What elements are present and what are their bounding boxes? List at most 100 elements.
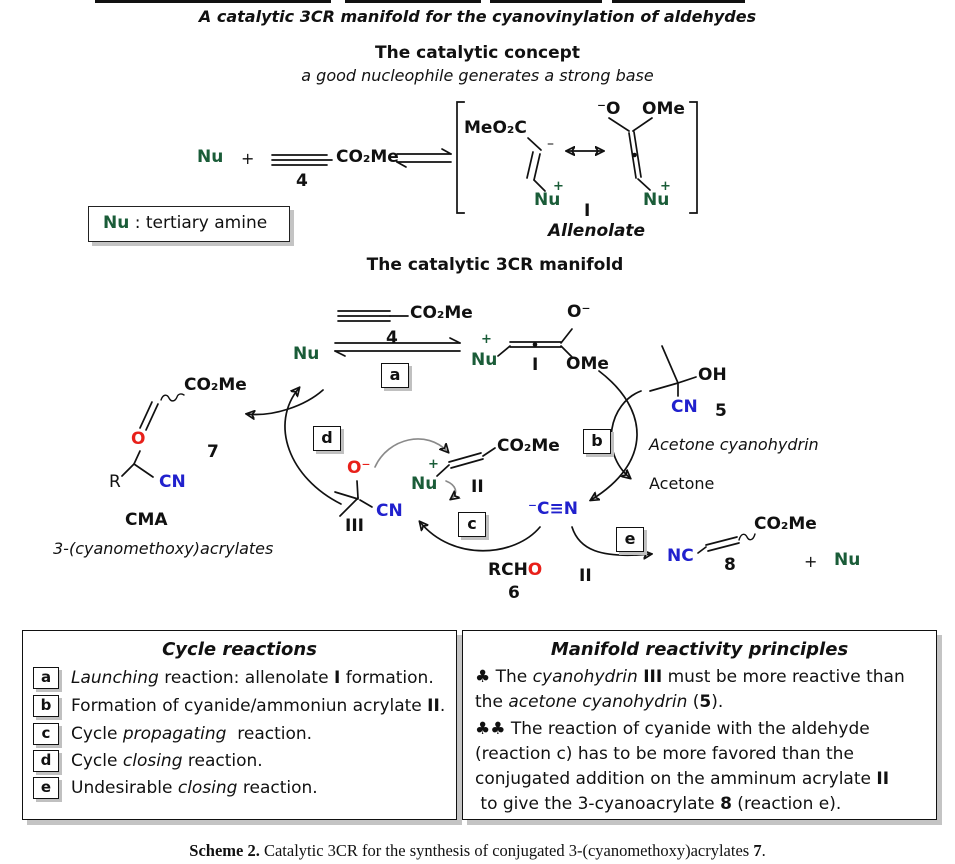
item-e-badge: e — [33, 777, 59, 799]
alkyne-ester-label: CO₂Me — [336, 147, 399, 167]
compound-5-number: 5 — [715, 401, 727, 421]
aldehyde-oxygen: O — [527, 560, 543, 580]
nucleophile-label: Nu — [197, 147, 224, 167]
allenolate-I-bonds — [497, 328, 573, 358]
cma-ester-label: CO₂Me — [184, 375, 247, 395]
allenolate-nu-label: Nu — [471, 350, 498, 370]
equilibrium-arrow-concept — [396, 148, 452, 168]
scheme-title: A catalytic 3CR manifold for the cyanovi… — [198, 7, 757, 26]
item-d-text: Cycle closing reaction. — [71, 751, 263, 771]
cycle-reaction-item-b: b Formation of cyanide/ammoniun acrylate … — [33, 695, 452, 719]
resonance-brackets — [456, 101, 698, 214]
step-e-badge: e — [616, 527, 644, 552]
step-c-badge: c — [458, 512, 486, 537]
plus-charge-left: + — [553, 179, 564, 194]
acetone-cyanohydrin-name: Acetone cyanohydrin — [649, 435, 819, 454]
nu-definition-box: Nu : tertiary amine — [88, 206, 290, 242]
equilibrium-arrow-cycle — [334, 337, 461, 357]
acrylate-II-plus-charge: + — [428, 457, 439, 472]
compound-7-number: 7 — [207, 442, 219, 462]
intermediate-II-repeat-label: II — [579, 566, 592, 586]
compound-4-number: 4 — [296, 171, 308, 191]
cyanohydrin-cn-label: CN — [671, 397, 698, 417]
allenolate-I-label: I — [532, 355, 539, 375]
item-b-text: Formation of cyanide/ammoniun acrylate I… — [71, 696, 446, 716]
nu-right-label: Nu — [643, 190, 670, 210]
acrylate-II-bonds — [436, 447, 496, 477]
principle-2-text: ♣♣ The reaction of cyanide with the alde… — [475, 719, 890, 814]
allenolate-resonance-right-bonds — [608, 117, 653, 191]
carbanion-charge: – — [547, 136, 554, 152]
cma-family-name: 3-(cyanomethoxy)acrylates — [53, 539, 274, 558]
concept-heading: The catalytic concept — [375, 43, 580, 63]
acrylate-8-nc-label: NC — [667, 546, 694, 566]
intermediate-I-label: I — [584, 201, 591, 221]
nu-left-label: Nu — [534, 190, 561, 210]
plus-sign: + — [241, 149, 255, 168]
page-top-edge — [612, 0, 745, 3]
compound-6-number: 6 — [508, 583, 520, 603]
step-d-badge: d — [313, 426, 341, 451]
cma-r-group: R — [109, 472, 121, 492]
principle-1-text: ♣ The cyanohydrin III must be more react… — [475, 667, 905, 712]
cycle-reaction-item-d: d Cycle closing reaction. — [33, 750, 452, 774]
page-top-edge — [345, 0, 481, 3]
cycle-reaction-item-c: c Cycle propagating reaction. — [33, 723, 452, 747]
cycle-arrow-c — [420, 522, 541, 552]
nu-definition-nu: Nu — [103, 213, 130, 233]
cycle-arrow-d — [284, 388, 342, 505]
plus-sign-8: + — [804, 552, 818, 571]
item-e-text: Undesirable closing reaction. — [71, 778, 318, 798]
intermediate-II-label: II — [471, 477, 484, 497]
step-b-badge: b — [583, 429, 611, 454]
step-a-badge: a — [381, 363, 409, 388]
plus-charge-right: + — [660, 179, 671, 194]
cma-cn-label: CN — [159, 472, 186, 492]
alkoxide-cn-label: CN — [376, 501, 403, 521]
mechanism-arrow-alkoxide-to-acrylate — [374, 438, 448, 468]
concept-subheading: a good nucleophile generates a strong ba… — [301, 66, 654, 85]
cycle-reaction-item-e: e Undesirable closing reaction. — [33, 777, 452, 801]
alkyne-4-bonds-concept — [271, 154, 333, 166]
item-b-badge: b — [33, 695, 59, 717]
cycle-reactions-title: Cycle reactions — [162, 639, 317, 660]
item-c-badge: c — [33, 723, 59, 745]
allenolate-resonance-left-bonds — [526, 137, 546, 192]
compound-4-number-cycle: 4 — [386, 328, 398, 348]
o-minus-label: ⁻O — [597, 99, 621, 119]
arrow-release-product-7 — [247, 389, 324, 414]
acetone-byproduct-label: Acetone — [649, 474, 715, 493]
acrylate-8-ester-label: CO₂Me — [754, 514, 817, 534]
acrylate-8-bonds — [697, 533, 756, 554]
alkyne-ester-label-cycle: CO₂Me — [410, 303, 473, 323]
manifold-heading: The catalytic 3CR manifold — [366, 255, 624, 275]
cycle-arrow-b — [591, 370, 638, 500]
acrylate-II-ester-label: CO₂Me — [497, 436, 560, 456]
page-top-edge — [95, 0, 331, 3]
item-c-text: Cycle propagating reaction. — [71, 724, 313, 744]
intermediate-III-label: III — [345, 516, 364, 536]
cyanohydrin-oh-label: OH — [698, 365, 727, 385]
scheme-caption: Scheme 2. Catalytic 3CR for the synthesi… — [189, 841, 766, 860]
cma-oxygen-label: O — [131, 429, 146, 449]
arrow-cyanohydrin-to-acetone — [610, 390, 642, 478]
acetone-cyanohydrin-bonds — [649, 345, 697, 397]
alkoxide-III-bonds — [334, 480, 373, 517]
cycle-arrow-e — [571, 526, 651, 555]
item-d-badge: d — [33, 750, 59, 772]
ome-label: OMe — [642, 99, 685, 119]
allenolate-name: Allenolate — [548, 221, 646, 241]
alkoxide-o-minus: O⁻ — [347, 458, 371, 478]
cma-abbreviation: CMA — [125, 510, 168, 530]
nu-definition-text: : tertiary amine — [129, 213, 268, 233]
released-nu-label: Nu — [834, 550, 861, 570]
manifold-principles-panel: Manifold reactivity principles ♣ The cya… — [462, 630, 937, 820]
meo2c-label: MeO₂C — [464, 118, 527, 138]
allenolate-plus-charge: + — [481, 332, 492, 347]
aldehyde-rch: RCH — [488, 560, 528, 580]
alkyne-4-bonds-cycle — [337, 310, 409, 322]
mechanism-arrow-nu-leaving — [445, 480, 456, 499]
free-nucleophile-label: Nu — [293, 344, 320, 364]
